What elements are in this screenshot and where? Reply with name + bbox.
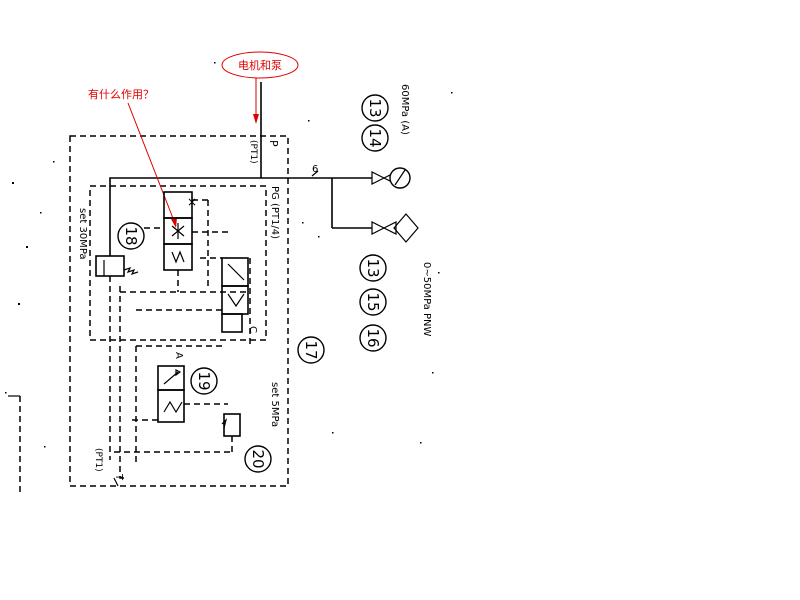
- item-20-label: 20: [249, 449, 267, 468]
- transducer-range-label: 0~50MPa PNW: [421, 262, 432, 336]
- relief-valve-18: [95, 255, 139, 460]
- item-16-label: 16: [364, 328, 382, 347]
- item-13a-label: 13: [366, 98, 384, 117]
- pressure-line: [109, 82, 372, 256]
- item-14-label: 14: [366, 128, 384, 147]
- directional-valve: ×: [120, 191, 250, 293]
- balloon-14: [361, 124, 389, 152]
- reducer-set-label: set 5MPa: [269, 382, 280, 427]
- balloon-20: [244, 445, 272, 473]
- balloon-16: [359, 324, 387, 352]
- port-a-label: A: [173, 352, 184, 359]
- motor-pump-annotation: 电机和泵: [238, 58, 282, 72]
- balloon-15: [359, 288, 387, 316]
- motor-pump-callout: [221, 51, 299, 79]
- balloon-19: [190, 367, 218, 395]
- pressure-transducer-icon: [393, 213, 419, 243]
- annotation-arrows: [127, 78, 259, 228]
- relief-valve-20: [114, 413, 241, 453]
- balloon-13b: [359, 254, 387, 282]
- question-annotation: 有什么作用？: [88, 87, 154, 101]
- line-number-6: 6: [312, 164, 318, 175]
- manifold-block-17: [69, 135, 289, 487]
- item-17-label: 17: [302, 340, 320, 359]
- port-p-thread: (PT1): [248, 140, 258, 164]
- port-pg-label: PG (PT1/4): [269, 186, 280, 239]
- item-13b-label: 13: [364, 258, 382, 277]
- gauge-range-label: 60MPa (A): [399, 84, 410, 135]
- item-19-label: 19: [195, 371, 213, 390]
- svg-text:×: ×: [187, 195, 197, 209]
- tank-line: [113, 286, 128, 487]
- item-18-label: 18: [122, 226, 140, 245]
- port-t-thread: (PT1): [93, 448, 103, 472]
- transducer-shutoff-valve: [371, 221, 397, 235]
- solenoid-valve-c: [136, 257, 251, 344]
- item-15-label: 15: [364, 292, 382, 311]
- relief-set-label: set 30MPa: [77, 208, 88, 260]
- pressure-gauge-icon: [389, 167, 411, 189]
- scan-noise: [5, 62, 453, 448]
- balloon-18: [117, 222, 145, 250]
- reducing-valve-19: [130, 345, 228, 466]
- adjacent-block-fragment: [8, 395, 21, 492]
- port-t-label: T: [113, 473, 124, 481]
- port-c-label: C: [247, 326, 258, 333]
- balloon-13a: [361, 94, 389, 122]
- item-balloons: [117, 94, 389, 473]
- balloon-17: [297, 336, 325, 364]
- port-p-label: P: [267, 140, 280, 147]
